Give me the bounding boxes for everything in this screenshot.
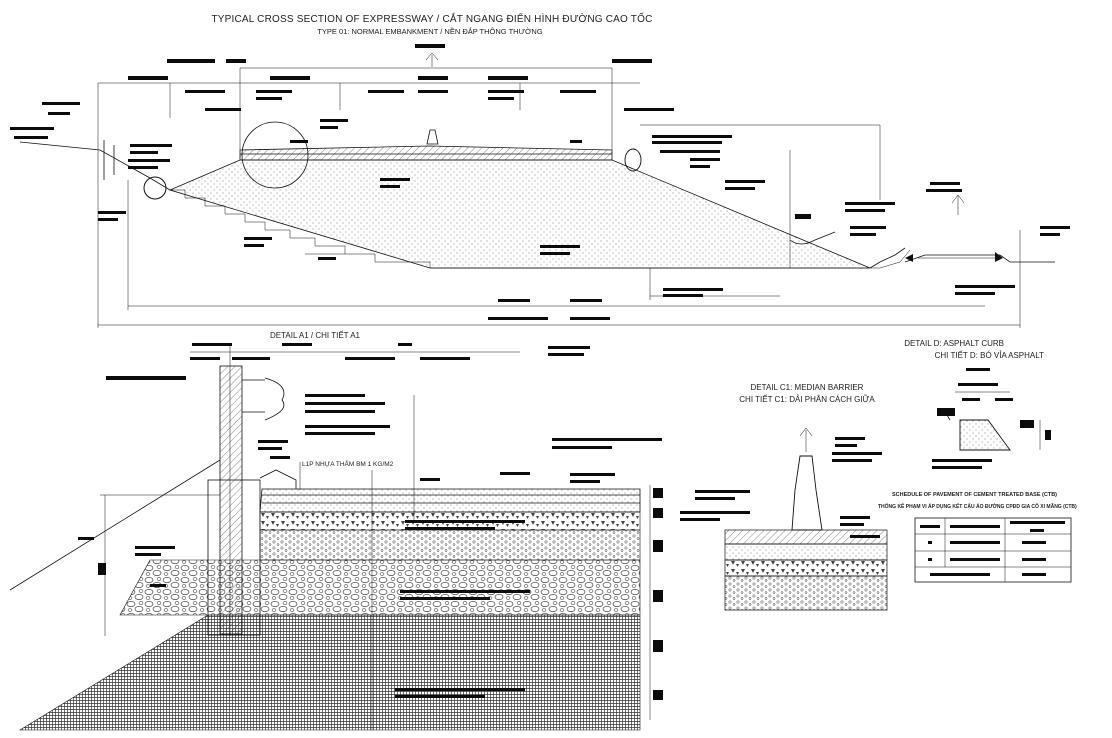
side-road	[904, 254, 1055, 263]
drawing-title: TYPICAL CROSS SECTION OF EXPRESSWAY / CẮ…	[211, 11, 652, 25]
callout-labels-main	[10, 44, 1070, 320]
detail-d-title-en: DETAIL D: ASPHALT CURB	[904, 339, 1004, 348]
median-barrier-section	[791, 455, 823, 531]
asphalt-layer	[259, 488, 641, 513]
callout-labels-c1	[680, 437, 882, 538]
detail-a1-callout	[241, 121, 309, 189]
gravel-layer	[259, 529, 641, 561]
schedule-title-vi: THỐNG KÊ PHẠM VI ÁP DỤNG KẾT CẤU ÁO ĐƯỜN…	[878, 502, 1077, 510]
detail-a1	[9, 345, 651, 731]
callout-labels-d	[932, 368, 1051, 469]
detail-a1-title: DETAIL A1 / CHI TIẾT A1	[270, 330, 361, 340]
benching-steps	[170, 189, 431, 268]
guardrail-post	[219, 365, 243, 635]
detail-c1	[724, 427, 888, 611]
main-cross-section	[19, 52, 1055, 328]
schedule-table	[914, 517, 1072, 583]
original-ground	[19, 141, 171, 191]
drawing-subtitle: TYPE 01: NORMAL EMBANKMENT / NỀN ĐẮP THÔ…	[317, 26, 543, 36]
callout-labels-a1	[78, 343, 663, 700]
embankment-fill	[168, 159, 871, 269]
stone-base-layer	[119, 559, 641, 616]
schedule-title-en: SCHEDULE OF PAVEMENT OF CEMENT TREATED B…	[892, 492, 1057, 498]
detail-c1-title-vi: CHI TIẾT C1: DẢI PHÂN CÁCH GIỮA	[739, 394, 875, 404]
detail-a1-note: L1P NHỰA THẤM BM 1 KG/M2	[302, 458, 394, 468]
detail-d-title-vi: CHI TIẾT D: BÓ VỈA ASPHALT	[935, 350, 1044, 360]
detail-c1-title-en: DETAIL C1: MEDIAN BARRIER	[751, 383, 864, 392]
asphalt-curb-section	[959, 419, 1011, 451]
detail-d	[943, 391, 1041, 451]
drain-pipe-left	[143, 176, 167, 200]
median-barrier	[426, 129, 439, 145]
pavement-layers	[239, 145, 613, 161]
subgrade-layer	[18, 614, 641, 731]
